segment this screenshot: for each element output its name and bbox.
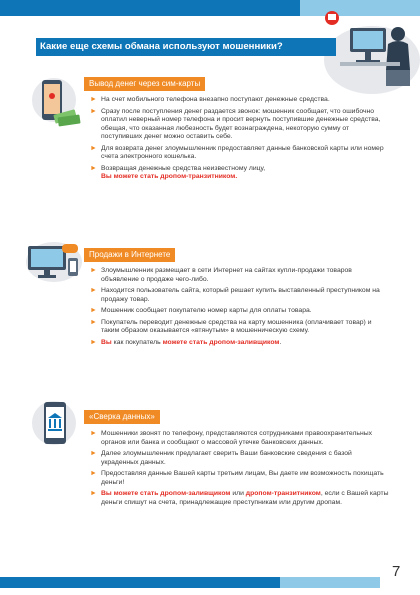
bullet-triangle-icon: ► — [90, 430, 97, 437]
list-internet-sales: ►Злоумышленник размещает в сети Интернет… — [89, 267, 389, 350]
section-heading-sim-cards: Вывод денег через сим-карты — [84, 77, 206, 91]
list-item: ►Вы можете стать дропом-заливщиком или д… — [90, 490, 389, 506]
bullet-triangle-icon: ► — [90, 490, 97, 497]
list-item: ►Находится пользователь сайта, который р… — [90, 287, 380, 303]
list-item: ►Возвращая денежные средства неизвестном… — [90, 164, 266, 181]
bullet-triangle-icon: ► — [90, 144, 97, 152]
page-title: Какие еще схемы обмана используют мошенн… — [40, 41, 283, 52]
bullet-triangle-icon: ► — [90, 96, 97, 103]
smartphone-money-icon — [32, 78, 81, 127]
list-data-check: ►Мошенники звонят по телефону, представл… — [89, 430, 389, 510]
bullet-triangle-icon: ► — [90, 470, 97, 477]
list-item: ►Для возврата денег злоумышленник предос… — [90, 144, 384, 161]
bullet-triangle-icon: ► — [90, 307, 97, 314]
phone-bank-icon — [32, 401, 76, 445]
section-heading-data-check: «Сверка данных» — [84, 410, 160, 424]
list-item: ►Предоставляя данные Вашей карты третьим… — [90, 470, 384, 486]
list-item: ►На счет мобильного телефона внезапно по… — [90, 96, 330, 103]
bullet-triangle-icon: ► — [90, 107, 97, 115]
bottom-accent-bar-light — [280, 577, 380, 588]
list-item: ►Мошенники звонят по телефону, представл… — [90, 430, 372, 446]
bullet-triangle-icon: ► — [90, 164, 97, 172]
list-sim-cards: ►На счет мобильного телефона внезапно по… — [89, 96, 389, 185]
list-item: ►Вы как покупатель можете стать дропом-з… — [90, 338, 282, 346]
bullet-triangle-icon: ► — [90, 287, 97, 294]
page-number: 7 — [392, 563, 401, 580]
list-item: ►Злоумышленник размещает в сети Интернет… — [90, 267, 352, 283]
bullet-triangle-icon: ► — [90, 338, 97, 346]
title-banner — [36, 38, 336, 56]
bullet-triangle-icon: ► — [90, 318, 97, 326]
computer-chat-icon — [26, 242, 82, 282]
hacker-at-computer-illustration — [324, 11, 420, 94]
list-item: ►Сразу после поступления денег раздается… — [90, 107, 381, 141]
list-item: ►Далее злоумышленник предлагает сверить … — [90, 450, 352, 466]
bullet-triangle-icon: ► — [90, 267, 97, 274]
bottom-accent-bar — [0, 577, 380, 588]
list-item: ►Покупатель переводит денежные средства … — [90, 318, 372, 335]
list-item: ►Мошенник сообщает покупателю номер карт… — [90, 307, 312, 314]
section-heading-internet-sales: Продажи в Интернете — [84, 248, 176, 262]
bullet-triangle-icon: ► — [90, 450, 97, 457]
